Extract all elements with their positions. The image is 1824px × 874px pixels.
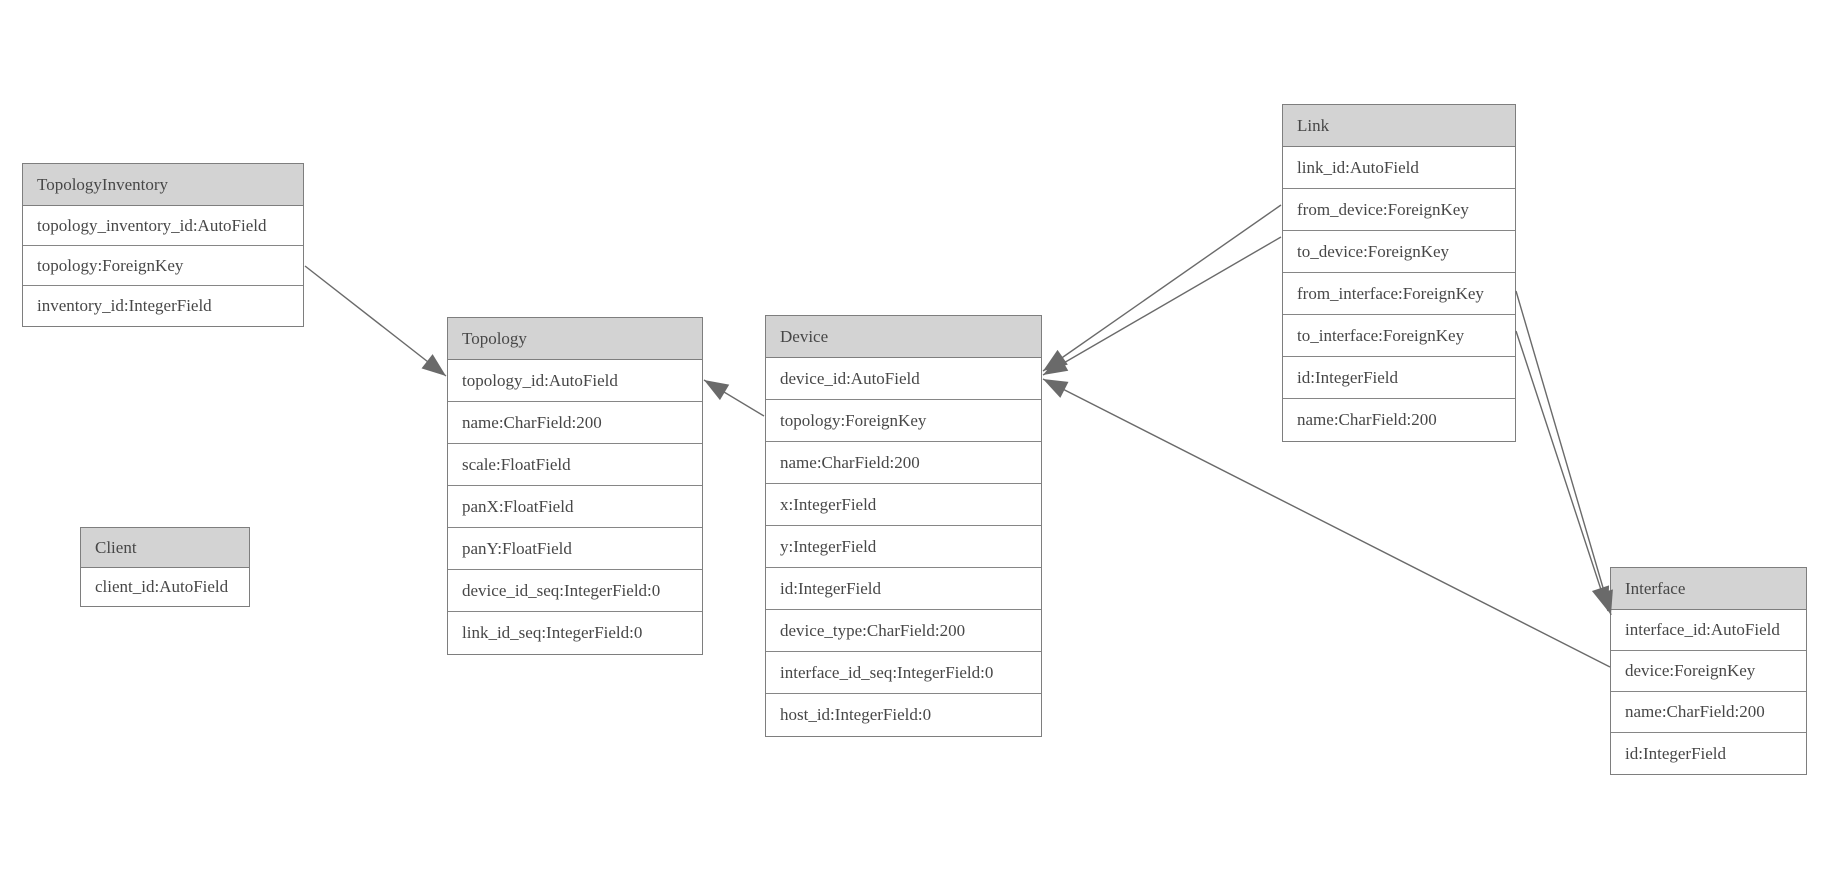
field-row-device-id: device_id:AutoField [766,358,1041,400]
field-row-x: x:IntegerField [766,484,1041,526]
field-row-to-interface: to_interface:ForeignKey [1283,315,1515,357]
field-row-host-id: host_id:IntegerField:0 [766,694,1041,736]
field-row-id: id:IntegerField [1611,733,1806,774]
field-row-pany: panY:FloatField [448,528,702,570]
field-row-to-device: to_device:ForeignKey [1283,231,1515,273]
field-row-device-id-seq: device_id_seq:IntegerField:0 [448,570,702,612]
field-row-from-interface: from_interface:ForeignKey [1283,273,1515,315]
field-row-interface-id-seq: interface_id_seq:IntegerField:0 [766,652,1041,694]
entity-title-link: Link [1283,105,1515,147]
field-row-y: y:IntegerField [766,526,1041,568]
field-row-name: name:CharField:200 [1611,692,1806,733]
entity-title-client: Client [81,528,249,568]
field-row-topology-id: topology_id:AutoField [448,360,702,402]
field-row-name: name:CharField:200 [1283,399,1515,441]
field-row-from-device: from_device:ForeignKey [1283,189,1515,231]
relation-link-to-device-to-device-device-id [1042,236,1282,376]
relation-link-from-interface-to-interface-interface-id [1515,290,1613,616]
field-row-topology-inventory-id: topology_inventory_id:AutoField [23,206,303,246]
field-row-id: id:IntegerField [766,568,1041,610]
relation-topologyinventory-topology-to-topology-topology-id [304,265,447,377]
field-row-device: device:ForeignKey [1611,651,1806,692]
field-row-inventory-id: inventory_id:IntegerField [23,286,303,326]
field-row-interface-id: interface_id:AutoField [1611,610,1806,651]
field-row-link-id-seq: link_id_seq:IntegerField:0 [448,612,702,654]
field-row-name: name:CharField:200 [766,442,1041,484]
relation-link-to-interface-to-interface-interface-id [1515,330,1610,612]
entity-title-topologyinventory: TopologyInventory [23,164,303,206]
field-row-device-type: device_type:CharField:200 [766,610,1041,652]
field-row-id: id:IntegerField [1283,357,1515,399]
field-row-link-id: link_id:AutoField [1283,147,1515,189]
entity-title-device: Device [766,316,1041,358]
field-row-scale: scale:FloatField [448,444,702,486]
field-row-topology: topology:ForeignKey [23,246,303,286]
field-row-client-id: client_id:AutoField [81,568,249,606]
field-row-name: name:CharField:200 [448,402,702,444]
entity-title-interface: Interface [1611,568,1806,610]
field-row-panx: panX:FloatField [448,486,702,528]
relation-device-topology-to-topology-topology-id [703,379,765,417]
entity-title-topology: Topology [448,318,702,360]
relation-link-from-device-to-device-device-id [1042,204,1282,372]
field-row-topology: topology:ForeignKey [766,400,1041,442]
